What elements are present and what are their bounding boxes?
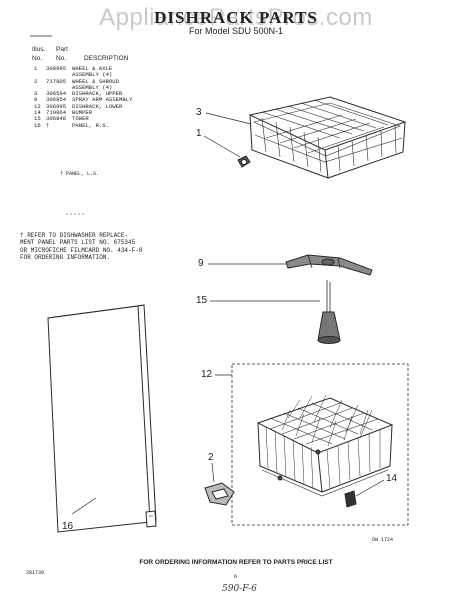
page-title: DISHRACK PARTS bbox=[154, 8, 318, 27]
wheel-axle-part bbox=[237, 155, 251, 168]
spray-arm bbox=[285, 254, 373, 276]
callout-9: 9 bbox=[198, 258, 204, 269]
callout-16: 16 bbox=[62, 521, 74, 532]
callout-14: 14 bbox=[386, 473, 398, 484]
leader-line-14 bbox=[355, 479, 385, 497]
leader-line-16 bbox=[71, 497, 97, 515]
lower-dishrack bbox=[256, 394, 394, 497]
callout-3: 3 bbox=[196, 107, 202, 118]
callout-12: 12 bbox=[201, 369, 213, 380]
leader-line-1 bbox=[203, 135, 241, 158]
watermark: AppliancePartsPros.com bbox=[99, 4, 373, 31]
table-row: ASSEMBLY (4) bbox=[72, 71, 113, 79]
header-part: Part bbox=[56, 46, 68, 53]
header-no-2: No. bbox=[56, 55, 67, 62]
tower bbox=[317, 280, 341, 344]
bumper-part bbox=[344, 490, 357, 508]
table-row: ASSEMBLY (4) bbox=[72, 83, 113, 91]
page-subtitle: For Model SDU 500N-1 bbox=[188, 26, 284, 36]
header-description: DESCRIPTION bbox=[84, 55, 129, 62]
callout-15: 15 bbox=[196, 295, 208, 306]
footer-note: FOR ORDERING INFORMATION REFER TO PARTS … bbox=[139, 559, 333, 566]
table-row: 16†PANEL, R.S. bbox=[34, 121, 109, 129]
lower-rack-outline bbox=[231, 363, 409, 526]
callout-2: 2 bbox=[208, 452, 214, 463]
upper-dishrack bbox=[248, 96, 407, 179]
callout-1: 1 bbox=[196, 128, 202, 139]
header-no-1: No. bbox=[32, 55, 43, 62]
dagger-note: † PANEL, L.S. bbox=[60, 171, 100, 177]
wheel-shroud-part bbox=[204, 482, 235, 506]
doc-number: 281739 bbox=[26, 570, 45, 576]
diagram-code: DW 1724 bbox=[372, 537, 394, 543]
leader-line-3 bbox=[205, 112, 252, 125]
side-panel bbox=[47, 304, 157, 533]
replacement-note: † REFER TO DISHWASHER REPLACE- MENT PANE… bbox=[20, 232, 143, 262]
leader-line-2 bbox=[211, 462, 215, 483]
header-illus: Illus. bbox=[32, 46, 46, 53]
page-number: 6 bbox=[234, 574, 238, 580]
handwritten-code: 590-F-6 bbox=[222, 584, 257, 594]
